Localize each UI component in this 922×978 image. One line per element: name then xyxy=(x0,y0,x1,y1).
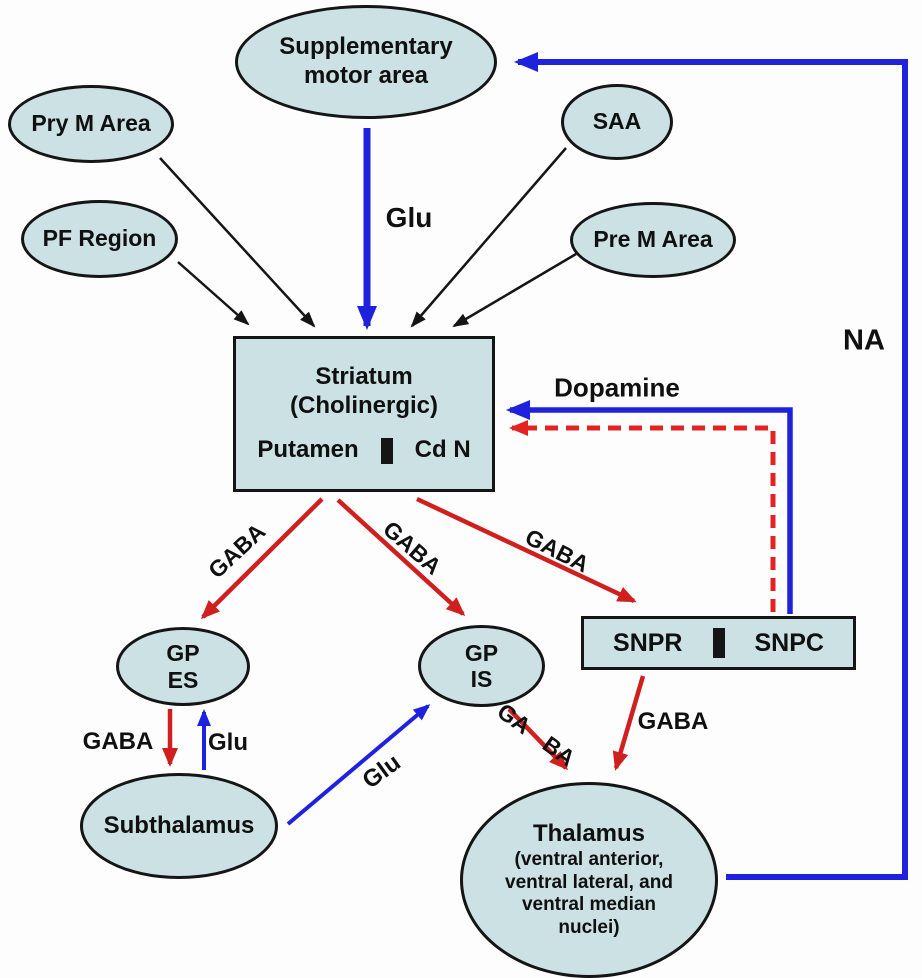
arrow-premarea-to-striatum xyxy=(452,252,577,328)
arrow-prymarea-to-striatum xyxy=(159,157,316,328)
node-label: IS xyxy=(470,666,493,692)
node-label: SNPC xyxy=(754,629,824,657)
node-thalamus: Thalamus (ventral anterior, ventral late… xyxy=(460,782,718,978)
node-pry-m-area: Pry M Area xyxy=(8,85,174,163)
node-label: ES xyxy=(167,666,199,693)
edge-label-gaba: GA BA xyxy=(492,697,581,772)
node-pre-m-area: Pre M Area xyxy=(570,202,736,278)
node-pf-region: PF Region xyxy=(21,200,178,278)
edge-label-gaba: GABA xyxy=(521,523,594,578)
arrow-saa-to-striatum xyxy=(410,147,567,328)
node-label: (ventral anterior, xyxy=(514,848,664,870)
node-label: Subthalamus xyxy=(103,811,255,839)
arrow-glu-subthalamus-to-gpis xyxy=(286,704,431,826)
node-label: GP xyxy=(464,639,499,666)
edge-label-dopamine: Dopamine xyxy=(554,372,680,403)
edge-label-gaba: GABA xyxy=(203,518,271,584)
striatum-compartments: Putamen Cd N xyxy=(257,436,471,465)
node-label: nuclei) xyxy=(558,917,620,939)
node-label: ventral median xyxy=(521,894,657,916)
node-striatum: Striatum (Cholinergic) Putamen Cd N xyxy=(233,336,495,492)
node-label: Striatum xyxy=(315,362,413,390)
edge-label-glu: Glu xyxy=(385,202,433,233)
node-label: ventral lateral, and xyxy=(505,871,673,893)
edge-label-gaba: GABA xyxy=(637,708,709,735)
edge-label-glu: Glu xyxy=(208,729,248,756)
node-subthalamus: Subthalamus xyxy=(80,773,278,879)
node-label: PF Region xyxy=(42,225,157,252)
arrow-dopamine-dashed-snpc-to-striatum xyxy=(509,420,776,612)
node-gp-es: GP ES xyxy=(116,627,250,706)
divider-bar xyxy=(380,437,393,464)
edge-label-gaba: GABA xyxy=(82,728,154,755)
node-snpr-snpc: SNPR SNPC xyxy=(581,616,856,670)
arrow-pfregion-to-striatum xyxy=(177,261,250,326)
node-label: Putamen xyxy=(257,436,359,464)
node-label: motor area xyxy=(303,62,429,89)
arrow-gaba-striatum-to-gpis xyxy=(336,498,466,617)
node-label: Thalamus xyxy=(532,820,646,847)
node-label: GP xyxy=(166,640,200,667)
edge-label-glu: Glu xyxy=(357,748,406,795)
node-label: SAA xyxy=(592,108,642,135)
node-label: Supplementary xyxy=(279,33,453,61)
divider-bar xyxy=(712,628,725,658)
edge-label-na: NA xyxy=(843,324,885,357)
edge-label-gaba: GABA xyxy=(378,515,447,580)
arrow-dopamine-snpc-to-striatum xyxy=(506,400,793,614)
node-label: Cd N xyxy=(414,436,471,464)
node-gp-is: GP IS xyxy=(418,625,545,707)
node-label: Pry M Area xyxy=(31,110,151,137)
node-saa: SAA xyxy=(561,84,673,160)
node-label: SNPR xyxy=(613,629,683,657)
node-label: Pre M Area xyxy=(593,226,713,253)
node-label: (Cholinergic) xyxy=(290,391,438,419)
node-supplementary-motor-area: Supplementary motor area xyxy=(235,5,497,119)
